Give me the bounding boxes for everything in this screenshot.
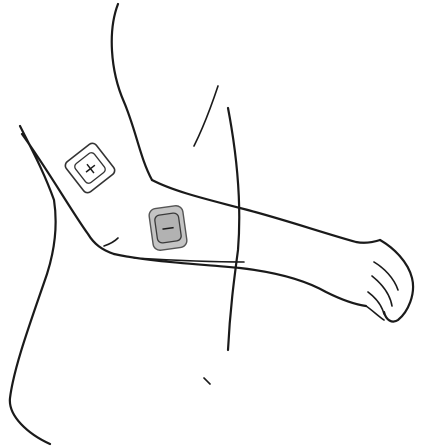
negative-electrode: − xyxy=(148,205,188,251)
upper-arm-outline xyxy=(22,4,152,254)
positive-electrode: + xyxy=(63,141,116,194)
forearm-outline xyxy=(104,180,380,306)
hand-outline xyxy=(366,240,413,322)
body-outline xyxy=(194,86,239,384)
negative-electrode-symbol: − xyxy=(159,217,177,240)
